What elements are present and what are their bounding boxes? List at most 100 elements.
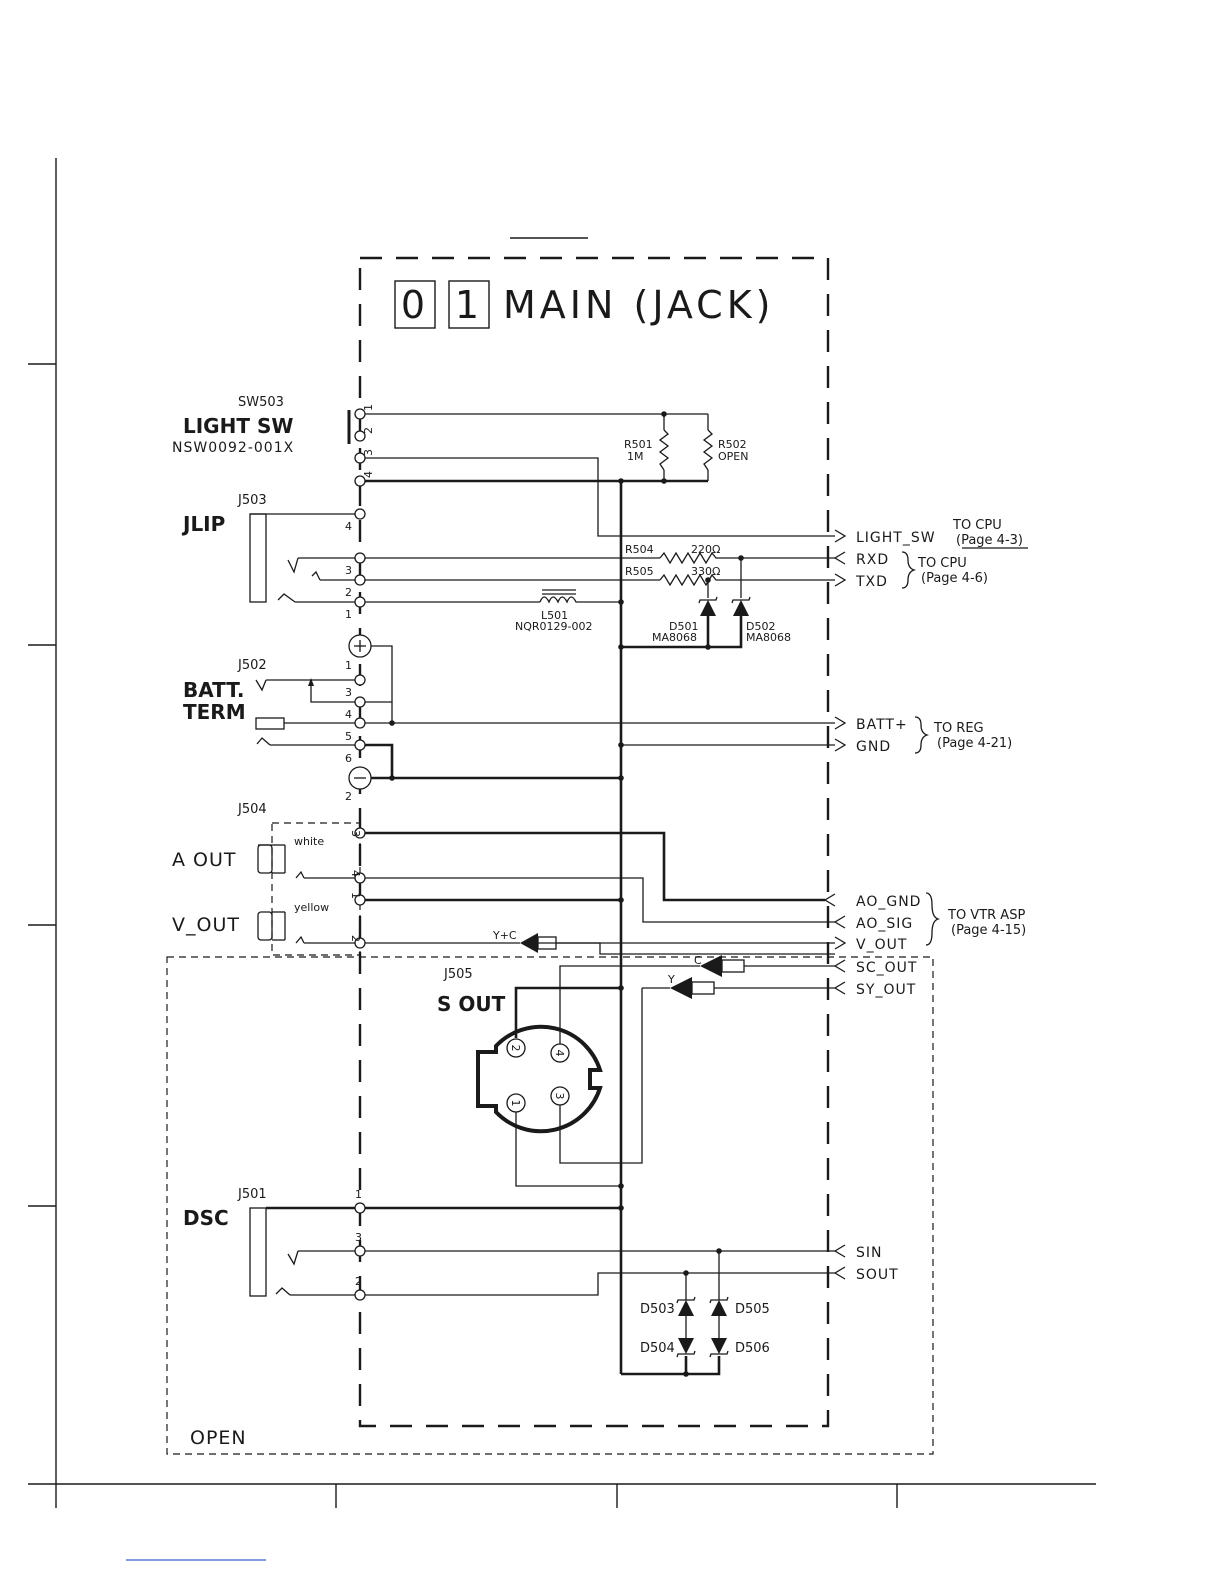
j505-pin-4: 4 — [553, 1050, 566, 1057]
j502-name-1: BATT. — [183, 678, 244, 702]
av-out-jack-j504: 3 4 1 2 J504 A OUT V_OUT white yellow — [172, 802, 366, 949]
l501-part: NQR0129-002 — [515, 620, 593, 633]
r504-ref: R504 — [625, 543, 654, 556]
signal-txd: TXD — [855, 574, 888, 590]
dest-cpu-b-to: TO CPU — [917, 556, 967, 571]
open-area-outline — [166, 956, 934, 1455]
j503-name: JLIP — [181, 512, 225, 536]
d501-part: MA8068 — [652, 631, 697, 644]
j502-pin-3: 3 — [345, 686, 352, 699]
j503-pin-4: 4 — [345, 520, 352, 533]
signal-sy-out: SY_OUT — [856, 982, 916, 998]
j502-name-2: TERM — [183, 700, 246, 724]
dest-cpu-a-to: TO CPU — [952, 518, 1002, 533]
j502-pin-1: 1 — [345, 659, 352, 672]
j501-pin-2: 2 — [355, 1275, 362, 1288]
d505-ref: D505 — [735, 1302, 770, 1317]
sw503-ref: SW503 — [238, 395, 284, 410]
signal-ao-sig: AO_SIG — [856, 916, 913, 932]
j502-pin-2: 2 — [345, 790, 352, 803]
d502-part: MA8068 — [746, 631, 791, 644]
j504-pin-3: 3 — [349, 830, 362, 837]
j503-ref: J503 — [237, 493, 267, 508]
dsc-jack-j501: 1 3 2 J501 DSC — [183, 1187, 366, 1301]
resistor-r501: R501 1M — [624, 429, 670, 471]
j504-yellow: yellow — [294, 901, 329, 914]
board-digit-a: 0 — [401, 283, 429, 327]
signal-sc-out: SC_OUT — [856, 960, 917, 976]
plug-markers: Y+C C Y — [492, 929, 745, 999]
inductor-l501: L501 NQR0129-002 — [515, 589, 593, 633]
r502-ref: R502 — [718, 438, 747, 451]
sw503-pin-2: 2 — [362, 427, 375, 434]
junction-nodes — [389, 411, 744, 1377]
r504-value: 220Ω — [691, 543, 720, 556]
destination-notes: TO CPU (Page 4-3) TO CPU (Page 4-6) TO R… — [901, 518, 1028, 946]
c-label: C — [694, 954, 702, 967]
d502-ref: D502 — [746, 620, 775, 633]
resistor-r505: R505 330Ω — [625, 565, 720, 587]
j505-pin-3: 3 — [553, 1093, 566, 1100]
sw503-name: LIGHT SW — [183, 414, 293, 438]
d503-ref: D503 — [640, 1302, 675, 1317]
r501-value: 1M — [627, 450, 644, 463]
j504-outline — [271, 822, 361, 956]
j504-pin-1: 1 — [349, 892, 362, 899]
s-out-jack-j505: 2 4 1 3 J505 S OUT — [437, 967, 603, 1134]
d506-ref: D506 — [735, 1341, 770, 1356]
j503-pin-3: 3 — [345, 564, 352, 577]
dest-vtr-to: TO VTR ASP — [947, 908, 1025, 923]
signal-sin: SIN — [856, 1245, 883, 1261]
signal-ao-gnd: AO_GND — [856, 894, 921, 910]
j504-a-out: A OUT — [172, 849, 237, 871]
open-label: OPEN — [190, 1427, 247, 1449]
j504-pin-4: 4 — [349, 870, 362, 877]
j504-white: white — [294, 835, 324, 848]
j501-ref: J501 — [237, 1187, 267, 1202]
sw503-pin-3: 3 — [362, 449, 375, 456]
signal-v-out: V_OUT — [856, 937, 907, 953]
wiring — [250, 413, 835, 1376]
j504-pin-2: 2 — [349, 935, 362, 942]
dest-reg-page: (Page 4-21) — [937, 736, 1012, 751]
r501-ref: R501 — [624, 438, 653, 451]
y-label: Y — [667, 973, 675, 986]
dest-cpu-b-page: (Page 4-6) — [921, 571, 988, 586]
l501-ref: L501 — [541, 609, 568, 622]
signal-light-sw: LIGHT_SW — [856, 530, 936, 546]
sw503-part: NSW0092-001X — [172, 440, 294, 456]
resistor-r502: R502 OPEN — [702, 429, 748, 471]
yc-label: Y+C — [492, 929, 517, 942]
r505-value: 330Ω — [691, 565, 720, 578]
zener-d501: D501 MA8068 — [652, 596, 718, 644]
j505-ref: J505 — [443, 967, 473, 982]
j505-pin-1: 1 — [509, 1100, 522, 1107]
signal-batt: BATT+ — [856, 717, 908, 733]
r505-ref: R505 — [625, 565, 654, 578]
board-title: 0 1 MAIN (JACK) — [394, 280, 774, 329]
j505-name: S OUT — [437, 992, 506, 1016]
dsc-zener-diodes: D503 D504 D505 D506 — [640, 1296, 770, 1358]
signal-rxd: RXD — [856, 552, 889, 568]
j504-ref: J504 — [237, 802, 267, 817]
j502-pin-5: 5 — [345, 730, 352, 743]
main-board-outline — [358, 256, 830, 1428]
j501-pin-1: 1 — [355, 1188, 362, 1201]
j505-pin-2: 2 — [509, 1045, 522, 1052]
jlip-jack-j503: 4 3 2 1 J503 JLIP — [181, 493, 366, 621]
light-switch-sw503: 1 2 3 4 SW503 LIGHT SW NSW0092-001X — [172, 395, 375, 487]
battery-terminal-j502: 1 3 4 5 6 2 J502 BATT. TERM — [183, 634, 372, 803]
page-frame — [28, 158, 1096, 1561]
signal-gnd: GND — [856, 739, 891, 755]
j501-pin-3: 3 — [355, 1231, 362, 1244]
j503-pin-1: 1 — [345, 608, 352, 621]
j502-pin-6: 6 — [345, 752, 352, 765]
j503-pin-2: 2 — [345, 586, 352, 599]
dest-cpu-a-page: (Page 4-3) — [956, 533, 1023, 548]
board-name: MAIN (JACK) — [503, 283, 774, 327]
signal-sout: SOUT — [856, 1267, 899, 1283]
j504-v-out: V_OUT — [172, 914, 240, 936]
board-digit-b: 1 — [455, 283, 483, 327]
zener-d502: D502 MA8068 — [731, 596, 791, 644]
